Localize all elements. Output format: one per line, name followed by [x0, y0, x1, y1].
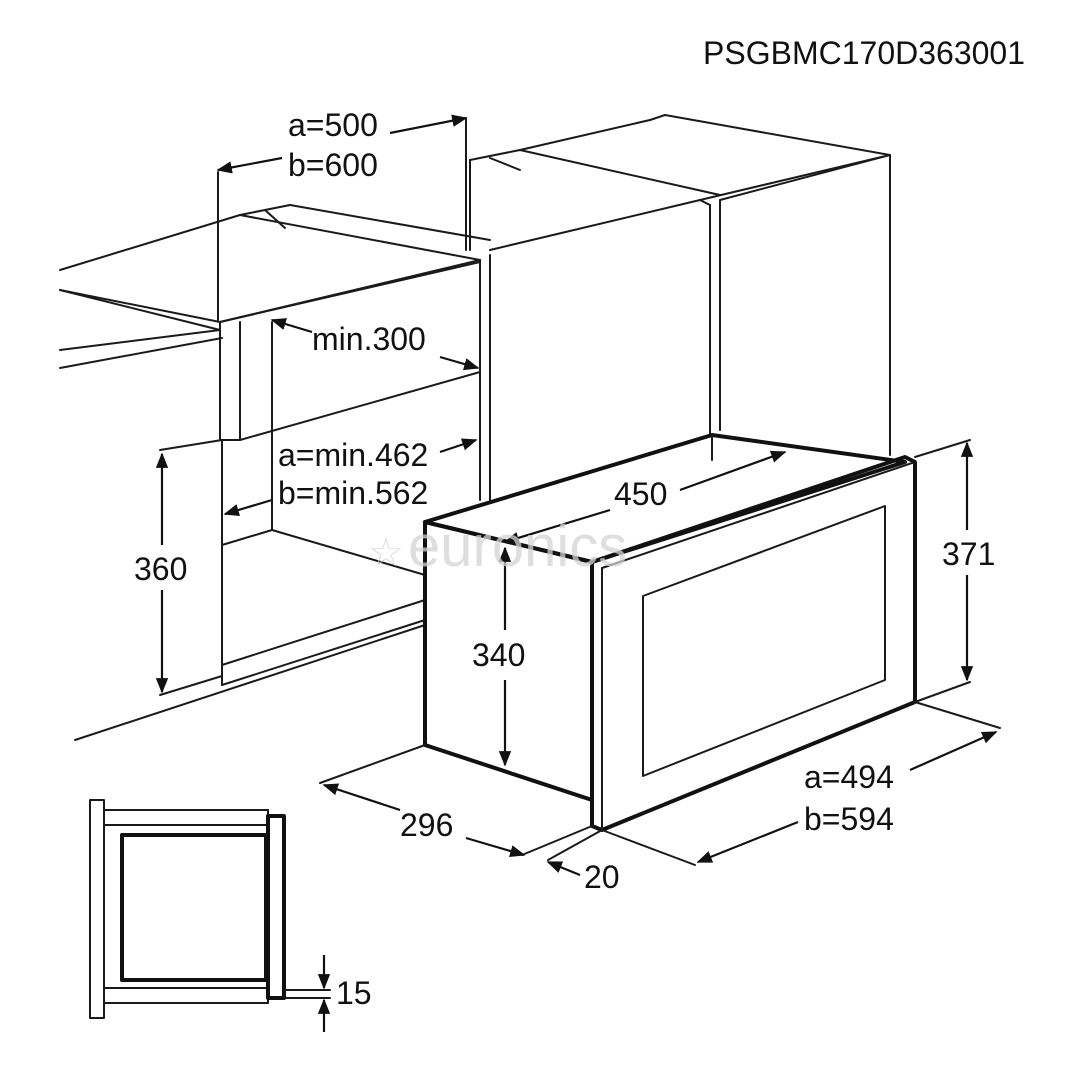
- label-oven-side-depth: 296: [400, 807, 453, 843]
- label-cabinet-b: b=600: [288, 147, 378, 183]
- label-oven-depth-top: 450: [614, 476, 667, 512]
- label-opening-height: 360: [134, 551, 187, 587]
- watermark-star-icon: ☆: [368, 531, 404, 575]
- watermark: ☆ euronics: [368, 514, 627, 579]
- watermark-text: euronics: [408, 514, 627, 579]
- label-cabinet-a: a=500: [288, 107, 378, 143]
- cabinet-outline: [59, 114, 891, 741]
- label-gap: 15: [336, 975, 372, 1011]
- drawing-code: PSGBMC170D363001: [703, 35, 1025, 71]
- label-frame-a: a=494: [804, 759, 894, 795]
- side-detail-view: [89, 799, 331, 1032]
- label-frame-b: b=594: [804, 801, 894, 837]
- label-oven-height: 340: [472, 637, 525, 673]
- label-frame-thickness: 20: [584, 859, 620, 895]
- label-opening-b: b=min.562: [278, 475, 428, 511]
- label-min-depth: min.300: [312, 321, 426, 357]
- label-opening-a: a=min.462: [278, 437, 428, 473]
- oven-window: [642, 505, 886, 777]
- dimension-lines: [155, 114, 1001, 877]
- label-frame-height: 371: [942, 536, 995, 572]
